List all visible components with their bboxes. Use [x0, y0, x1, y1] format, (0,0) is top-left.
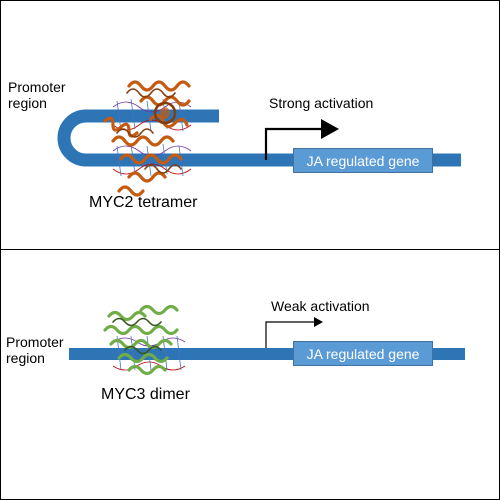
- bottom-promoter-label-line2: region: [6, 350, 45, 367]
- top-activation-label: Strong activation: [269, 95, 374, 111]
- top-promoter-label-line1: Promoter: [8, 79, 66, 95]
- bottom-protein-label: MYC3 dimer: [101, 386, 190, 403]
- top-protein-label: MYC2 tetramer: [89, 194, 198, 211]
- bottom-activation-label: Weak activation: [271, 298, 370, 314]
- top-panel-drawing: [57, 80, 461, 197]
- bottom-panel-drawing: [69, 304, 465, 376]
- bottom-promoter-label-line1: Promoter: [6, 334, 64, 350]
- strong-activation-arrow: [264, 119, 339, 160]
- bottom-gene-box: JA regulated gene: [293, 341, 433, 366]
- looped-dna-strand: [57, 109, 461, 167]
- top-gene-box: JA regulated gene: [293, 148, 433, 173]
- bottom-promoter-label: Promoter region: [6, 334, 64, 366]
- weak-activation-arrow: [265, 317, 323, 348]
- top-panel: Promoter region Strong activation JA reg…: [0, 0, 500, 250]
- top-promoter-label: Promoter region: [8, 79, 66, 111]
- top-promoter-label-line2: region: [8, 95, 47, 112]
- bottom-panel: Promoter region Weak activation JA regul…: [0, 249, 500, 500]
- myc2-tetramer-protein: [103, 80, 191, 197]
- myc3-dimer-protein: [103, 304, 179, 376]
